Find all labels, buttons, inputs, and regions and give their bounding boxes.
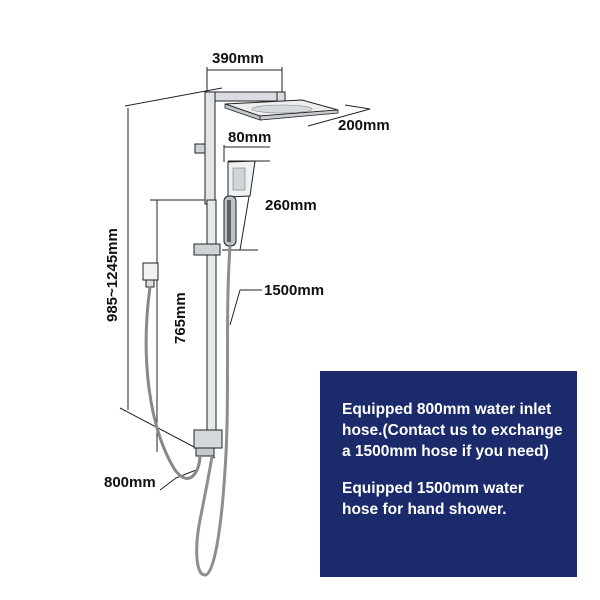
hoses: [144, 245, 232, 577]
rain-shower-head: [224, 99, 339, 121]
dimension-200mm: 200mm: [338, 117, 390, 134]
dimension-260mm: 260mm: [265, 197, 317, 214]
info-paragraph-hand-hose: Equipped 1500mm water hose for hand show…: [342, 480, 524, 518]
wall-inlet: [142, 262, 159, 288]
info-box: Equipped 800mm water inlet hose.(Contact…: [320, 371, 577, 577]
dimension-1500mm: 1500mm: [264, 282, 324, 299]
dimension-765mm: 765mm: [172, 292, 189, 344]
hand-shower: [223, 160, 256, 247]
dimension-800mm: 800mm: [104, 474, 156, 491]
info-paragraph-inlet-hose: Equipped 800mm water inlet hose.(Contact…: [342, 401, 563, 460]
dimension-80mm: 80mm: [228, 129, 271, 146]
dimension-390mm: 390mm: [212, 50, 264, 67]
dimension-height-range: 985~1245mm: [104, 228, 121, 322]
shower-rail: [193, 91, 286, 457]
